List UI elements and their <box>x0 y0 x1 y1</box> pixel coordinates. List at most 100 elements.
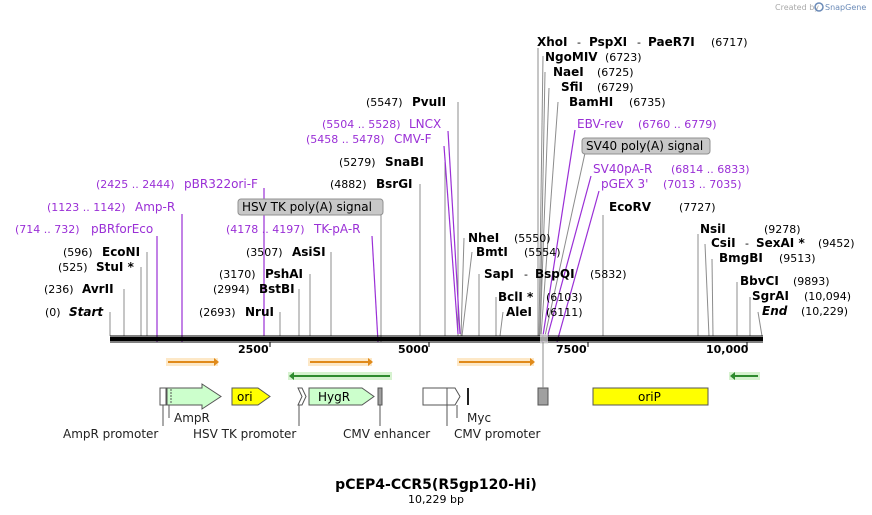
site-bbvci-pos: (9893) <box>793 275 830 288</box>
site-paer7i-label: PaeR7I <box>648 35 695 49</box>
site-sfii-label: SfiI <box>561 80 583 94</box>
site-start-pos: (0) <box>45 306 61 319</box>
hygr-label: HygR <box>318 390 350 404</box>
primer-ebvrev-label: EBV-rev <box>577 117 623 131</box>
site-sapi-label: SapI <box>484 267 514 281</box>
primer-pbrforeco-range: (714 .. 732) <box>15 223 80 236</box>
site-pspxi-label: PspXI <box>589 35 627 49</box>
site-xhoi-sep2: - <box>637 36 641 49</box>
site-nhei-pos: (5550) <box>514 232 551 245</box>
site-pshai-label: PshAI <box>265 267 303 281</box>
site-pshai-pos: (3170) <box>219 268 256 281</box>
primer-ampr-label: Amp-R <box>135 200 175 214</box>
primer-pgex3-range: (7013 .. 7035) <box>663 178 742 191</box>
hsvtk-polya-label: HSV TK poly(A) signal <box>242 200 372 214</box>
site-sapi-sep: - <box>524 268 528 281</box>
site-pvuii-label: PvuII <box>412 95 446 109</box>
tick-5000: 5000 <box>398 343 429 356</box>
cmv-enhancer-feature <box>422 387 448 406</box>
sv40-polya-feature <box>537 387 549 406</box>
enzyme-leader-lines <box>109 48 763 337</box>
snapgene-logo-icon <box>814 2 824 12</box>
site-bamhi-pos: (6735) <box>629 96 666 109</box>
feature-callout-lines <box>162 405 458 426</box>
site-end-label: End <box>762 304 788 318</box>
ori-label: ori <box>237 390 253 404</box>
site-avrii-label: AvrII <box>82 282 114 296</box>
hsvtk-polya-feature <box>377 387 383 406</box>
tick-2500: 2500 <box>238 343 269 356</box>
primer-lncx-label: LNCX <box>409 117 441 131</box>
site-xhoi-sep1: - <box>577 36 581 49</box>
plasmid-title: pCEP4-CCR5(R5gp120-Hi) <box>335 477 537 493</box>
primer-pgex3-label: pGEX 3' <box>601 177 648 191</box>
site-stui-pos: (525) <box>58 261 88 274</box>
site-bsrgi-label: BsrGI <box>376 177 413 191</box>
primer-sv40par-range: (6814 .. 6833) <box>671 163 750 176</box>
sv40-connector <box>544 152 586 337</box>
orf-arrow-3 <box>457 358 535 366</box>
site-xhoi-pos: (6717) <box>711 36 748 49</box>
plasmid-size: 10,229 bp <box>408 493 464 506</box>
oriP-feature: oriP <box>592 387 709 406</box>
site-sfii-pos: (6729) <box>597 81 634 94</box>
site-nsii-label: NsiI <box>700 222 726 236</box>
ori-feature: ori <box>231 387 271 406</box>
site-naei-label: NaeI <box>553 65 584 79</box>
primer-cmvf-range: (5458 .. 5478) <box>306 133 385 146</box>
orf-arrow-green-2 <box>729 372 760 380</box>
site-ecorv-label: EcoRV <box>609 200 652 214</box>
cmv-promoter-label: CMV promoter <box>454 427 541 441</box>
tick-10000: 10,000 <box>706 343 749 356</box>
site-csii-label: CsiI <box>711 236 736 250</box>
site-bamhi-label: BamHI <box>569 95 613 109</box>
sv40-polya-box <box>581 137 711 155</box>
hsvtk-promoter-feature <box>297 387 307 406</box>
site-snabi-label: SnaBI <box>385 155 424 169</box>
tick-7500: 7500 <box>556 343 587 356</box>
orf-arrow-2 <box>308 358 373 366</box>
ampr-promoter-label: AmpR promoter <box>63 427 158 441</box>
cmv-enhancer-label: CMV enhancer <box>343 427 430 441</box>
site-bmti-pos: (5554) <box>524 246 561 259</box>
site-start-label: Start <box>69 305 104 319</box>
site-stui-label: StuI * <box>96 260 135 274</box>
primer-leader-lines <box>156 129 600 343</box>
site-econi-label: EcoNI <box>102 245 140 259</box>
primer-lncx-range: (5504 .. 5528) <box>322 118 401 131</box>
site-sexai-label: SexAI * <box>756 236 805 250</box>
site-nrui-label: NruI <box>245 305 274 319</box>
primer-sv40par-label: SV40pA-R <box>593 162 652 176</box>
site-snabi-pos: (5279) <box>339 156 376 169</box>
site-asisi-pos: (3507) <box>246 246 283 259</box>
site-bbvci-label: BbvCI <box>740 274 779 288</box>
primer-tkpar-label: TK-pA-R <box>313 222 361 236</box>
site-bstbi-label: BstBI <box>259 282 295 296</box>
site-bstbi-pos: (2994) <box>213 283 250 296</box>
site-csii-sep: - <box>745 237 749 250</box>
primer-pbr322ori-range: (2425 .. 2444) <box>96 178 175 191</box>
primer-cmvf-label: CMV-F <box>394 132 432 146</box>
site-bcli-label: BclI * <box>498 290 534 304</box>
oriP-label: oriP <box>638 390 661 404</box>
site-end-pos: (10,229) <box>801 305 848 318</box>
created-by-text: Created by <box>775 3 819 12</box>
primer-ebvrev-range: (6760 .. 6779) <box>638 118 717 131</box>
site-nrui-pos: (2693) <box>199 306 236 319</box>
primer-pbr322ori-label: pBR322ori-F <box>184 177 258 191</box>
sv40-polya-label: SV40 poly(A) signal <box>586 139 703 153</box>
site-econi-pos: (596) <box>63 246 93 259</box>
primer-tkpar-range: (4178 .. 4197) <box>226 223 305 236</box>
snapgene-brand: SnapGene <box>825 3 866 12</box>
site-sgrai-label: SgrAI <box>752 289 789 303</box>
hsvtk-promoter-label: HSV TK promoter <box>193 427 296 441</box>
site-pvuii-pos: (5547) <box>366 96 403 109</box>
site-ngomiv-pos: (6723) <box>605 51 642 64</box>
primer-pbrforeco-label: pBRforEco <box>91 222 153 236</box>
site-nhei-label: NheI <box>468 231 499 245</box>
plasmid-backbone <box>110 337 763 341</box>
site-alei-label: AleI <box>506 305 532 319</box>
site-bsrgi-pos: (4882) <box>330 178 367 191</box>
site-bmti-label: BmtI <box>476 245 508 259</box>
ampr-promoter-feature <box>159 387 167 406</box>
